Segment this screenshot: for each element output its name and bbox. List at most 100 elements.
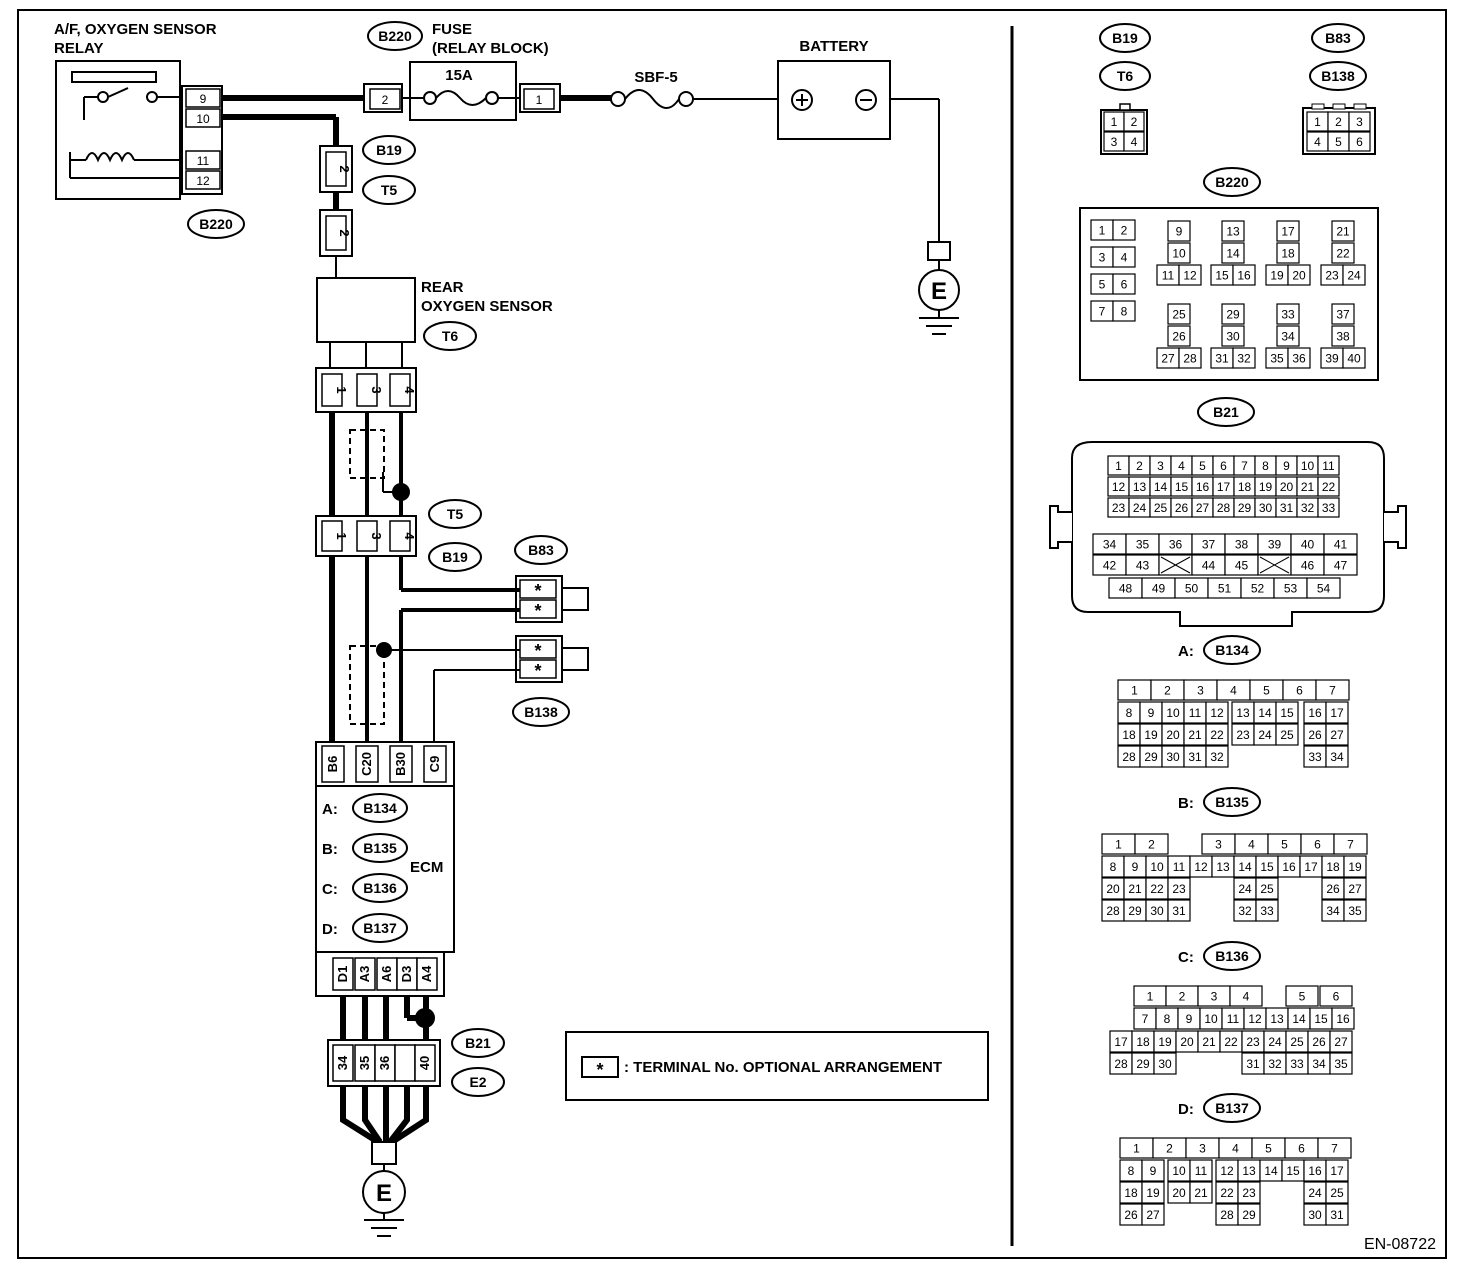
pin-number: 31 bbox=[1246, 1057, 1260, 1071]
pin-cell bbox=[1287, 264, 1311, 286]
pin-number: 24 bbox=[1133, 501, 1147, 515]
pin-cell bbox=[1342, 264, 1366, 286]
pin-number: 29 bbox=[1226, 308, 1240, 322]
pin-number: 10 bbox=[1172, 1164, 1186, 1178]
pin-number: 31 bbox=[1172, 904, 1186, 918]
svg-text:1: 1 bbox=[334, 532, 349, 539]
pin-cell bbox=[1255, 877, 1279, 900]
pin-number: 19 bbox=[1158, 1035, 1172, 1049]
pin-number: 15 bbox=[1175, 480, 1189, 494]
pin-cell bbox=[1317, 476, 1340, 497]
pin-number: 1 bbox=[1115, 459, 1122, 473]
pin-number: 17 bbox=[1330, 1164, 1344, 1178]
pin-number: 19 bbox=[1270, 269, 1284, 283]
pin-number: 1 bbox=[1115, 838, 1122, 852]
sensor-wires-mid bbox=[329, 412, 410, 516]
pin-number: 28 bbox=[1122, 750, 1136, 764]
pin-number: 9 bbox=[1132, 860, 1139, 874]
pin-number: 45 bbox=[1235, 559, 1249, 573]
svg-text:B21: B21 bbox=[465, 1035, 491, 1051]
svg-text:B21: B21 bbox=[1213, 404, 1239, 420]
pin-key bbox=[1311, 103, 1325, 110]
svg-text:36: 36 bbox=[377, 1056, 392, 1070]
pin-number: 13 bbox=[1270, 1012, 1284, 1026]
pin-cell bbox=[1276, 242, 1300, 264]
pin-number: 18 bbox=[1136, 1035, 1150, 1049]
note-symbol: * bbox=[596, 1060, 603, 1080]
pin-number: 14 bbox=[1238, 860, 1252, 874]
pin-cell bbox=[1325, 723, 1349, 746]
pin-number: 17 bbox=[1281, 225, 1295, 239]
pin-number: 10 bbox=[1150, 860, 1164, 874]
pin-number: 14 bbox=[1264, 1164, 1278, 1178]
pin-cell bbox=[1153, 1052, 1177, 1075]
pin-number: 4 bbox=[1232, 1142, 1239, 1156]
pin-number: 22 bbox=[1322, 480, 1336, 494]
pin-cell bbox=[1317, 455, 1340, 476]
svg-text:B30: B30 bbox=[393, 752, 408, 776]
pin-cell bbox=[1178, 264, 1202, 286]
pin-number: 20 bbox=[1280, 480, 1294, 494]
pin-cell bbox=[1276, 303, 1300, 325]
pin-number: 20 bbox=[1180, 1035, 1194, 1049]
pin-cell bbox=[1331, 325, 1355, 347]
pin-number: 12 bbox=[1248, 1012, 1262, 1026]
svg-text:3: 3 bbox=[369, 386, 384, 393]
pin-number: 4 bbox=[1131, 135, 1138, 149]
pin-number: 35 bbox=[1136, 538, 1150, 552]
pin-number: 50 bbox=[1185, 582, 1199, 596]
pin-cell bbox=[1342, 347, 1366, 369]
pin-cell bbox=[1205, 745, 1229, 768]
tag-b21: B21 bbox=[451, 1028, 505, 1058]
pin-number: 17 bbox=[1330, 706, 1344, 720]
pin-number: 12 bbox=[1183, 269, 1197, 283]
pin-cell bbox=[1348, 131, 1371, 152]
svg-text:2: 2 bbox=[337, 229, 352, 236]
pin-cell bbox=[1255, 899, 1279, 922]
pin-cell bbox=[1123, 111, 1145, 132]
pin-cell bbox=[1329, 1052, 1353, 1075]
pin-number: 9 bbox=[1283, 459, 1290, 473]
pin-number: 52 bbox=[1251, 582, 1265, 596]
pin-cell bbox=[1141, 1203, 1165, 1226]
pin-number: 2 bbox=[1164, 684, 1171, 698]
pin-number: 26 bbox=[1172, 330, 1186, 344]
svg-text:B136: B136 bbox=[1215, 948, 1249, 964]
pin-cell bbox=[1317, 1137, 1352, 1159]
pin-number: 18 bbox=[1238, 480, 1252, 494]
pin-number: 33 bbox=[1290, 1057, 1304, 1071]
pin-cell bbox=[1331, 220, 1355, 242]
fuse-rating: 15A bbox=[445, 67, 473, 84]
pin-number: 22 bbox=[1224, 1035, 1238, 1049]
pin-number: 18 bbox=[1124, 1186, 1138, 1200]
pin-cell bbox=[1306, 577, 1341, 599]
pin-number: 2 bbox=[1179, 990, 1186, 1004]
relay-terminal-11: 11 bbox=[197, 154, 210, 168]
pin-number: 19 bbox=[1144, 728, 1158, 742]
pin-number: 25 bbox=[1290, 1035, 1304, 1049]
svg-text:E2: E2 bbox=[469, 1074, 486, 1090]
pin-number: 1 bbox=[1147, 990, 1154, 1004]
svg-text:B136: B136 bbox=[363, 880, 397, 896]
pin-number: 31 bbox=[1330, 1208, 1344, 1222]
svg-text:A:: A: bbox=[322, 801, 338, 818]
svg-text:B135: B135 bbox=[1215, 794, 1249, 810]
svg-text:34: 34 bbox=[335, 1055, 350, 1070]
fuse-conn-pin-2: 2 bbox=[382, 93, 389, 107]
pin-number: 28 bbox=[1114, 1057, 1128, 1071]
pin-number: 30 bbox=[1308, 1208, 1322, 1222]
note-text: : TERMINAL No. OPTIONAL ARRANGEMENT bbox=[624, 1059, 942, 1076]
pin-number: 16 bbox=[1282, 860, 1296, 874]
svg-text:C9: C9 bbox=[427, 756, 442, 773]
pin-number: 33 bbox=[1308, 750, 1322, 764]
ground-harness bbox=[340, 1086, 429, 1145]
pin-number: 42 bbox=[1103, 559, 1117, 573]
svg-text:B134: B134 bbox=[363, 800, 397, 816]
